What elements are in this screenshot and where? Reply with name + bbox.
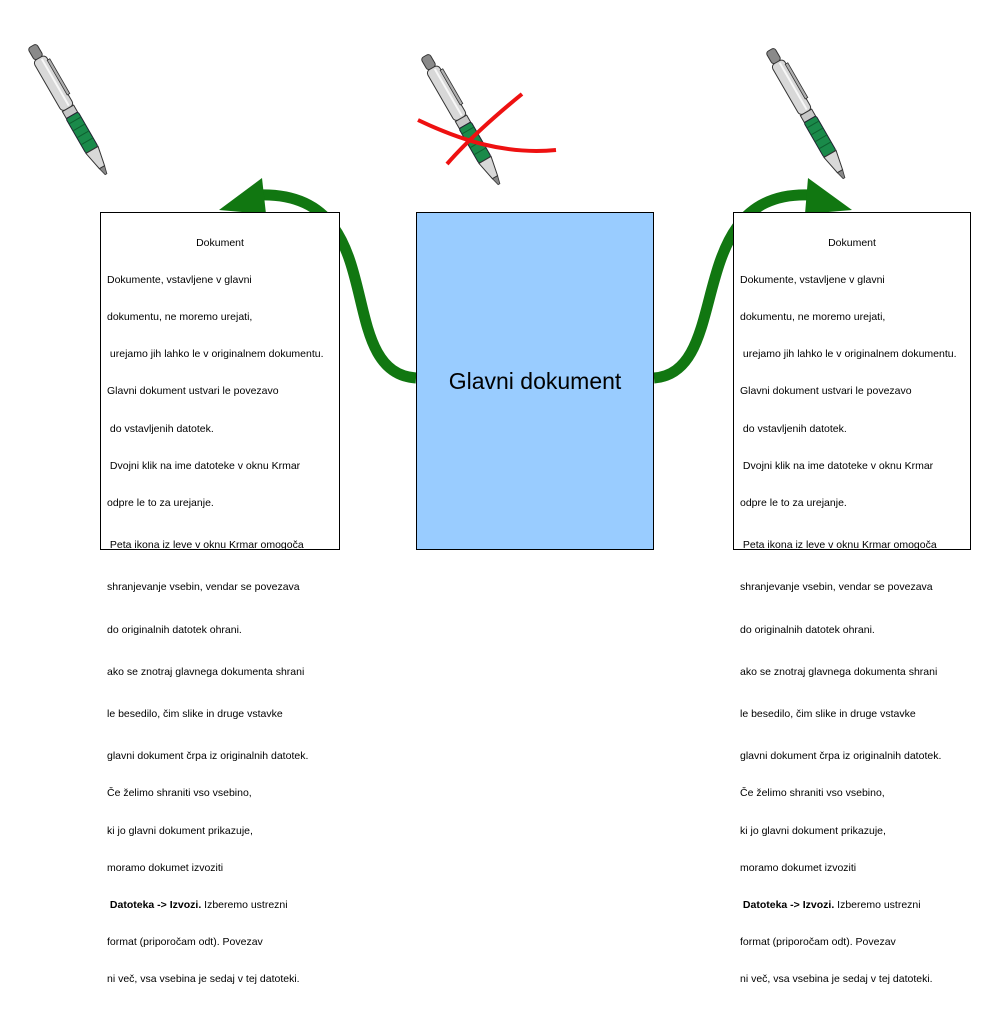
document-line: do originalnih datotek ohrani. xyxy=(740,623,875,636)
main-document: Glavni dokument xyxy=(416,212,654,550)
document-line: glavni dokument črpa iz originalnih dato… xyxy=(107,750,309,763)
document-line: do originalnih datotek ohrani. xyxy=(107,623,242,636)
document-line: dokumentu, ne moremo urejati, xyxy=(107,311,253,324)
document-line: Dokumente, vstavljene v glavni xyxy=(107,273,252,286)
document-line: le besedilo, čim slike in druge vstavke xyxy=(107,708,283,721)
document-line: ki jo glavni dokument prikazuje, xyxy=(107,824,253,837)
document-line: shranjevanje vsebin, vendar se povezava xyxy=(107,581,300,594)
document-line-rest: Izberemo ustrezni xyxy=(201,899,288,912)
document-line: glavni dokument črpa iz originalnih dato… xyxy=(740,750,942,763)
document-line: odpre le to za urejanje. xyxy=(740,497,847,510)
document-line-rest: Izberemo ustrezni xyxy=(834,899,921,912)
document-line: le besedilo, čim slike in druge vstavke xyxy=(740,708,916,721)
document-line: Dvojni klik na ime datoteke v oknu Krmar xyxy=(740,459,934,472)
document-line: Datoteka -> Izvozi. Izberemo ustrezni xyxy=(107,899,324,911)
document-line: ni več, vsa vsebina je sedaj v tej datot… xyxy=(107,973,300,986)
document-line: Peta ikona iz leve v oknu Krmar omogoča xyxy=(740,539,937,552)
document-line: Če želimo shraniti vso vsebino, xyxy=(740,787,885,800)
document-line: Glavni dokument ustvari le povezavo xyxy=(740,385,912,398)
document-line: Če želimo shraniti vso vsebino, xyxy=(107,787,252,800)
document-line: moramo dokumet izvoziti xyxy=(740,861,857,874)
document-line: Peta ikona iz leve v oknu Krmar omogoča xyxy=(107,539,304,552)
document-line: Glavni dokument ustvari le povezavo xyxy=(107,385,279,398)
document-title: Dokument xyxy=(196,237,244,249)
document-line: urejamo jih lahko le v originalnem dokum… xyxy=(740,348,957,361)
document-line: Dokumente, vstavljene v glavni xyxy=(740,273,885,286)
document-line: do vstavljenih datotek. xyxy=(107,422,214,435)
document-line: format (priporočam odt). Povezav xyxy=(107,936,263,949)
document-title: Dokument xyxy=(828,237,876,249)
document-line: ki jo glavni dokument prikazuje, xyxy=(740,824,886,837)
document-line: shranjevanje vsebin, vendar se povezava xyxy=(740,581,933,594)
document-line: Dvojni klik na ime datoteke v oknu Krmar xyxy=(107,459,301,472)
arrow-icon xyxy=(653,178,852,384)
document-line: ako se znotraj glavnega dokumenta shrani xyxy=(740,665,938,678)
arrow-icon xyxy=(219,178,417,384)
pen-icon xyxy=(24,40,115,179)
document-line: do vstavljenih datotek. xyxy=(740,422,847,435)
cross-icon xyxy=(417,92,557,166)
document-line: ni več, vsa vsebina je sedaj v tej datot… xyxy=(740,973,933,986)
document-line: moramo dokumet izvoziti xyxy=(107,861,224,874)
document-bold-text: Datoteka -> Izvozi. xyxy=(107,899,202,912)
document-bold-text: Datoteka -> Izvozi. xyxy=(740,899,835,912)
document-text: Dokumente, vstavljene v glavni dokumentu… xyxy=(740,249,957,1011)
left-document: Dokument Dokumente, vstavljene v glavni … xyxy=(100,212,340,985)
document-line: dokumentu, ne moremo urejati, xyxy=(740,311,886,324)
document-line: odpre le to za urejanje. xyxy=(107,497,214,510)
main-document-label: Glavni dokument xyxy=(448,368,622,394)
document-text: Dokumente, vstavljene v glavni dokumentu… xyxy=(107,249,324,1011)
document-line: Datoteka -> Izvozi. Izberemo ustrezni xyxy=(740,899,957,911)
document-line: urejamo jih lahko le v originalnem dokum… xyxy=(107,348,324,361)
pen-icon xyxy=(762,44,853,183)
document-line: format (priporočam odt). Povezav xyxy=(740,936,896,949)
diagram-canvas xyxy=(24,40,853,384)
right-document: Dokument Dokumente, vstavljene v glavni … xyxy=(733,212,971,985)
document-line: ako se znotraj glavnega dokumenta shrani xyxy=(107,665,305,678)
